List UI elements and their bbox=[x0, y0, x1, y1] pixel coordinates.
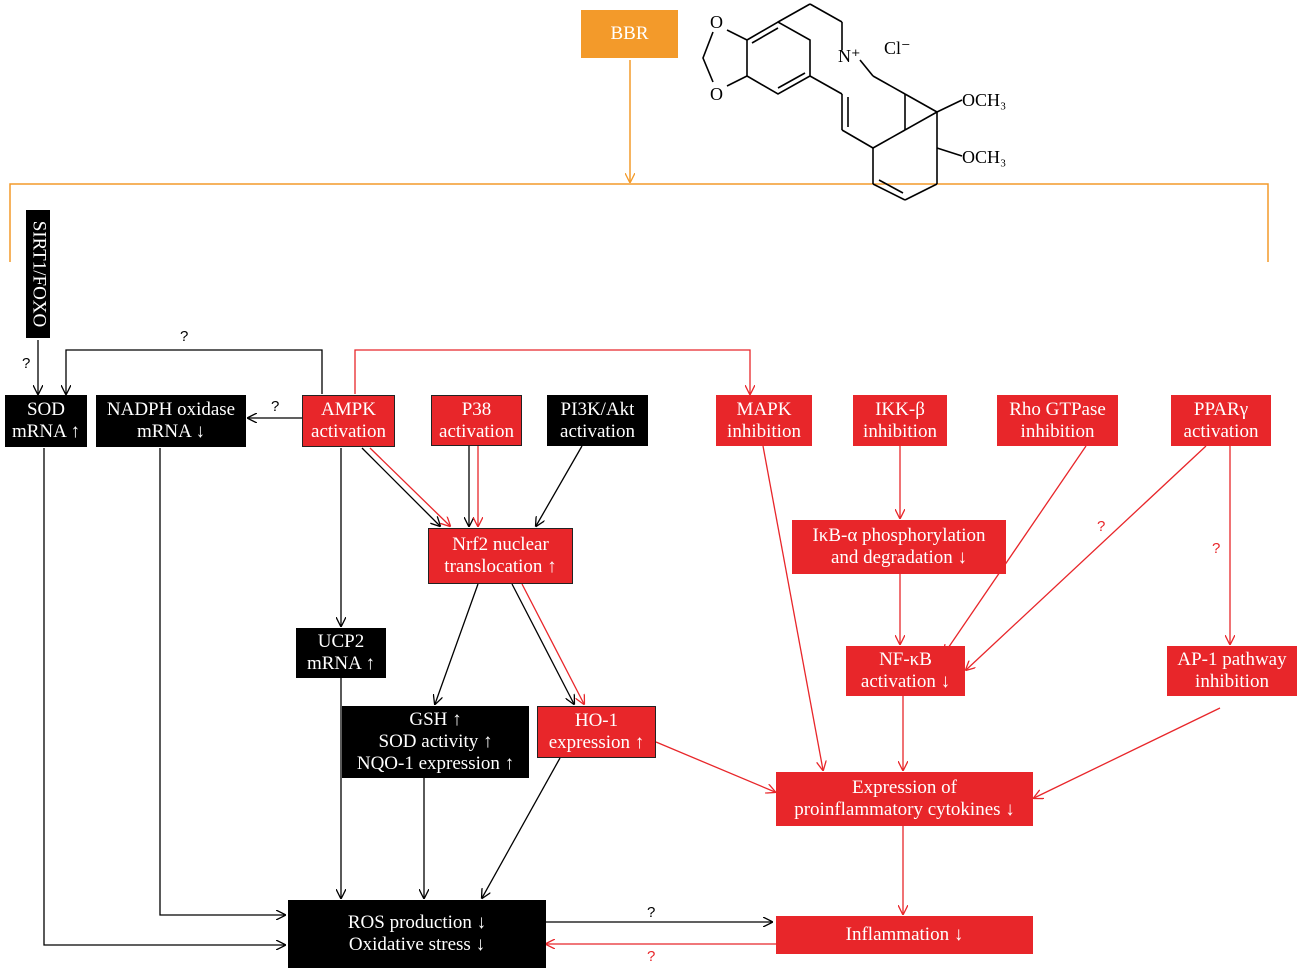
gsh-box: GSH ↑ SOD activity ↑ NQO-1 expression ↑ bbox=[342, 706, 529, 778]
bbr-box: BBR bbox=[581, 10, 678, 58]
nadph-line1: NADPH oxidase bbox=[106, 399, 236, 420]
gsh-line1: GSH ↑ bbox=[409, 709, 462, 730]
counterion-label: Cl⁻ bbox=[884, 38, 911, 58]
nadph-line2: mRNA ↓ bbox=[136, 421, 206, 442]
p38-box: P38 activation bbox=[431, 395, 522, 446]
ucp2-box: UCP2 mRNA ↑ bbox=[296, 628, 386, 678]
sod-mrna-line2: mRNA ↑ bbox=[11, 421, 81, 442]
p38-line1: P38 bbox=[461, 398, 492, 420]
ikba-line1: IκB-α phosphorylation bbox=[812, 525, 986, 546]
pi3k-box: PI3K/Akt activation bbox=[547, 395, 648, 446]
rho-line2: inhibition bbox=[1020, 420, 1095, 442]
ikba-box: IκB-α phosphorylation and degradation ↓ bbox=[792, 520, 1006, 574]
gsh-line2: SOD activity ↑ bbox=[378, 731, 493, 752]
ikk-box: IKK-β inhibition bbox=[853, 395, 947, 446]
ppar-box: PPARγ activation bbox=[1171, 395, 1271, 446]
ho1-box: HO-1 expression ↑ bbox=[537, 706, 656, 758]
ap1-line1: AP-1 pathway bbox=[1177, 649, 1287, 670]
mapk-line2: inhibition bbox=[727, 420, 801, 442]
rho-gtpase-box: Rho GTPase inhibition bbox=[997, 395, 1118, 446]
mapk-line1: MAPK bbox=[736, 398, 792, 420]
p38-line2: activation bbox=[439, 420, 514, 442]
ucp2-line1: UCP2 bbox=[317, 631, 365, 652]
bbr-label: BBR bbox=[610, 23, 649, 44]
question-mark-ppar-ap1: ? bbox=[1212, 540, 1221, 557]
gsh-line3: NQO-1 expression ↑ bbox=[356, 753, 515, 774]
nfkb-line2: activation ↓ bbox=[860, 671, 951, 692]
ho1-line2: expression ↑ bbox=[548, 732, 645, 753]
ucp2-line2: mRNA ↑ bbox=[306, 653, 376, 674]
oxygen-label-2: O bbox=[710, 84, 723, 104]
ros-box: ROS production ↓ Oxidative stress ↓ bbox=[288, 900, 546, 968]
nadph-oxidase-box: NADPH oxidase mRNA ↓ bbox=[96, 395, 246, 447]
ros-line2: Oxidative stress ↓ bbox=[348, 934, 486, 955]
ppar-line2: activation bbox=[1183, 420, 1259, 442]
nrf2-line2: translocation ↑ bbox=[444, 556, 557, 577]
nrf2-line1: Nrf2 nuclear bbox=[452, 534, 549, 555]
ikk-line1: IKK-β bbox=[875, 398, 925, 420]
nfkb-box: NF-κB activation ↓ bbox=[846, 646, 965, 696]
ap1-line2: inhibition bbox=[1195, 671, 1269, 692]
red-arrows bbox=[354, 349, 1230, 944]
sirt1-foxo-box: SIRT1/FOXO bbox=[26, 210, 50, 338]
mapk-box: MAPK inhibition bbox=[716, 395, 812, 446]
methoxy-label-1: OCH₃ bbox=[962, 90, 1007, 110]
question-mark-inflammation-ros: ? bbox=[647, 948, 656, 965]
cytokines-box: Expression of proinflammatory cytokines … bbox=[776, 772, 1033, 826]
nitrogen-label: N⁺ bbox=[838, 46, 861, 66]
ampk-line2: activation bbox=[311, 421, 386, 442]
oxygen-label-1: O bbox=[710, 12, 723, 32]
ros-line1: ROS production ↓ bbox=[347, 912, 487, 933]
black-arrows bbox=[38, 340, 772, 945]
bbr-bracket bbox=[9, 60, 1269, 262]
ikba-line2: and degradation ↓ bbox=[830, 547, 968, 568]
ampk-box: AMPK activation bbox=[302, 395, 395, 447]
nfkb-line1: NF-κB bbox=[879, 649, 932, 670]
ppar-line1: PPARγ bbox=[1193, 398, 1249, 420]
ho1-line1: HO-1 bbox=[574, 710, 619, 731]
inflammation-box: Inflammation ↓ bbox=[776, 916, 1033, 954]
methoxy-label-2: OCH₃ bbox=[962, 147, 1007, 167]
question-mark-ros-inflammation: ? bbox=[647, 904, 656, 921]
question-mark-sirt-sod: ? bbox=[22, 355, 31, 372]
ampk-line1: AMPK bbox=[321, 399, 376, 420]
sirt1-foxo-label: SIRT1/FOXO bbox=[28, 220, 50, 328]
cytokines-line1: Expression of bbox=[851, 777, 957, 798]
rho-line1: Rho GTPase bbox=[1009, 398, 1106, 420]
pi3k-line1: PI3K/Akt bbox=[560, 398, 635, 420]
sod-mrna-line1: SOD bbox=[26, 399, 65, 420]
question-mark-ampk-sod: ? bbox=[180, 328, 189, 345]
question-mark-ppar-nfkb: ? bbox=[1097, 518, 1106, 535]
pi3k-line2: activation bbox=[560, 420, 635, 442]
cytokines-line2: proinflammatory cytokines ↓ bbox=[794, 799, 1015, 820]
question-mark-ampk-nadph: ? bbox=[271, 398, 280, 415]
sod-mrna-box: SOD mRNA ↑ bbox=[5, 395, 87, 447]
ikk-line2: inhibition bbox=[863, 420, 937, 442]
ap1-box: AP-1 pathway inhibition bbox=[1167, 646, 1297, 696]
nrf2-box: Nrf2 nuclear translocation ↑ bbox=[428, 528, 573, 584]
inflammation-label: Inflammation ↓ bbox=[845, 924, 964, 945]
berberine-structure bbox=[702, 3, 963, 201]
